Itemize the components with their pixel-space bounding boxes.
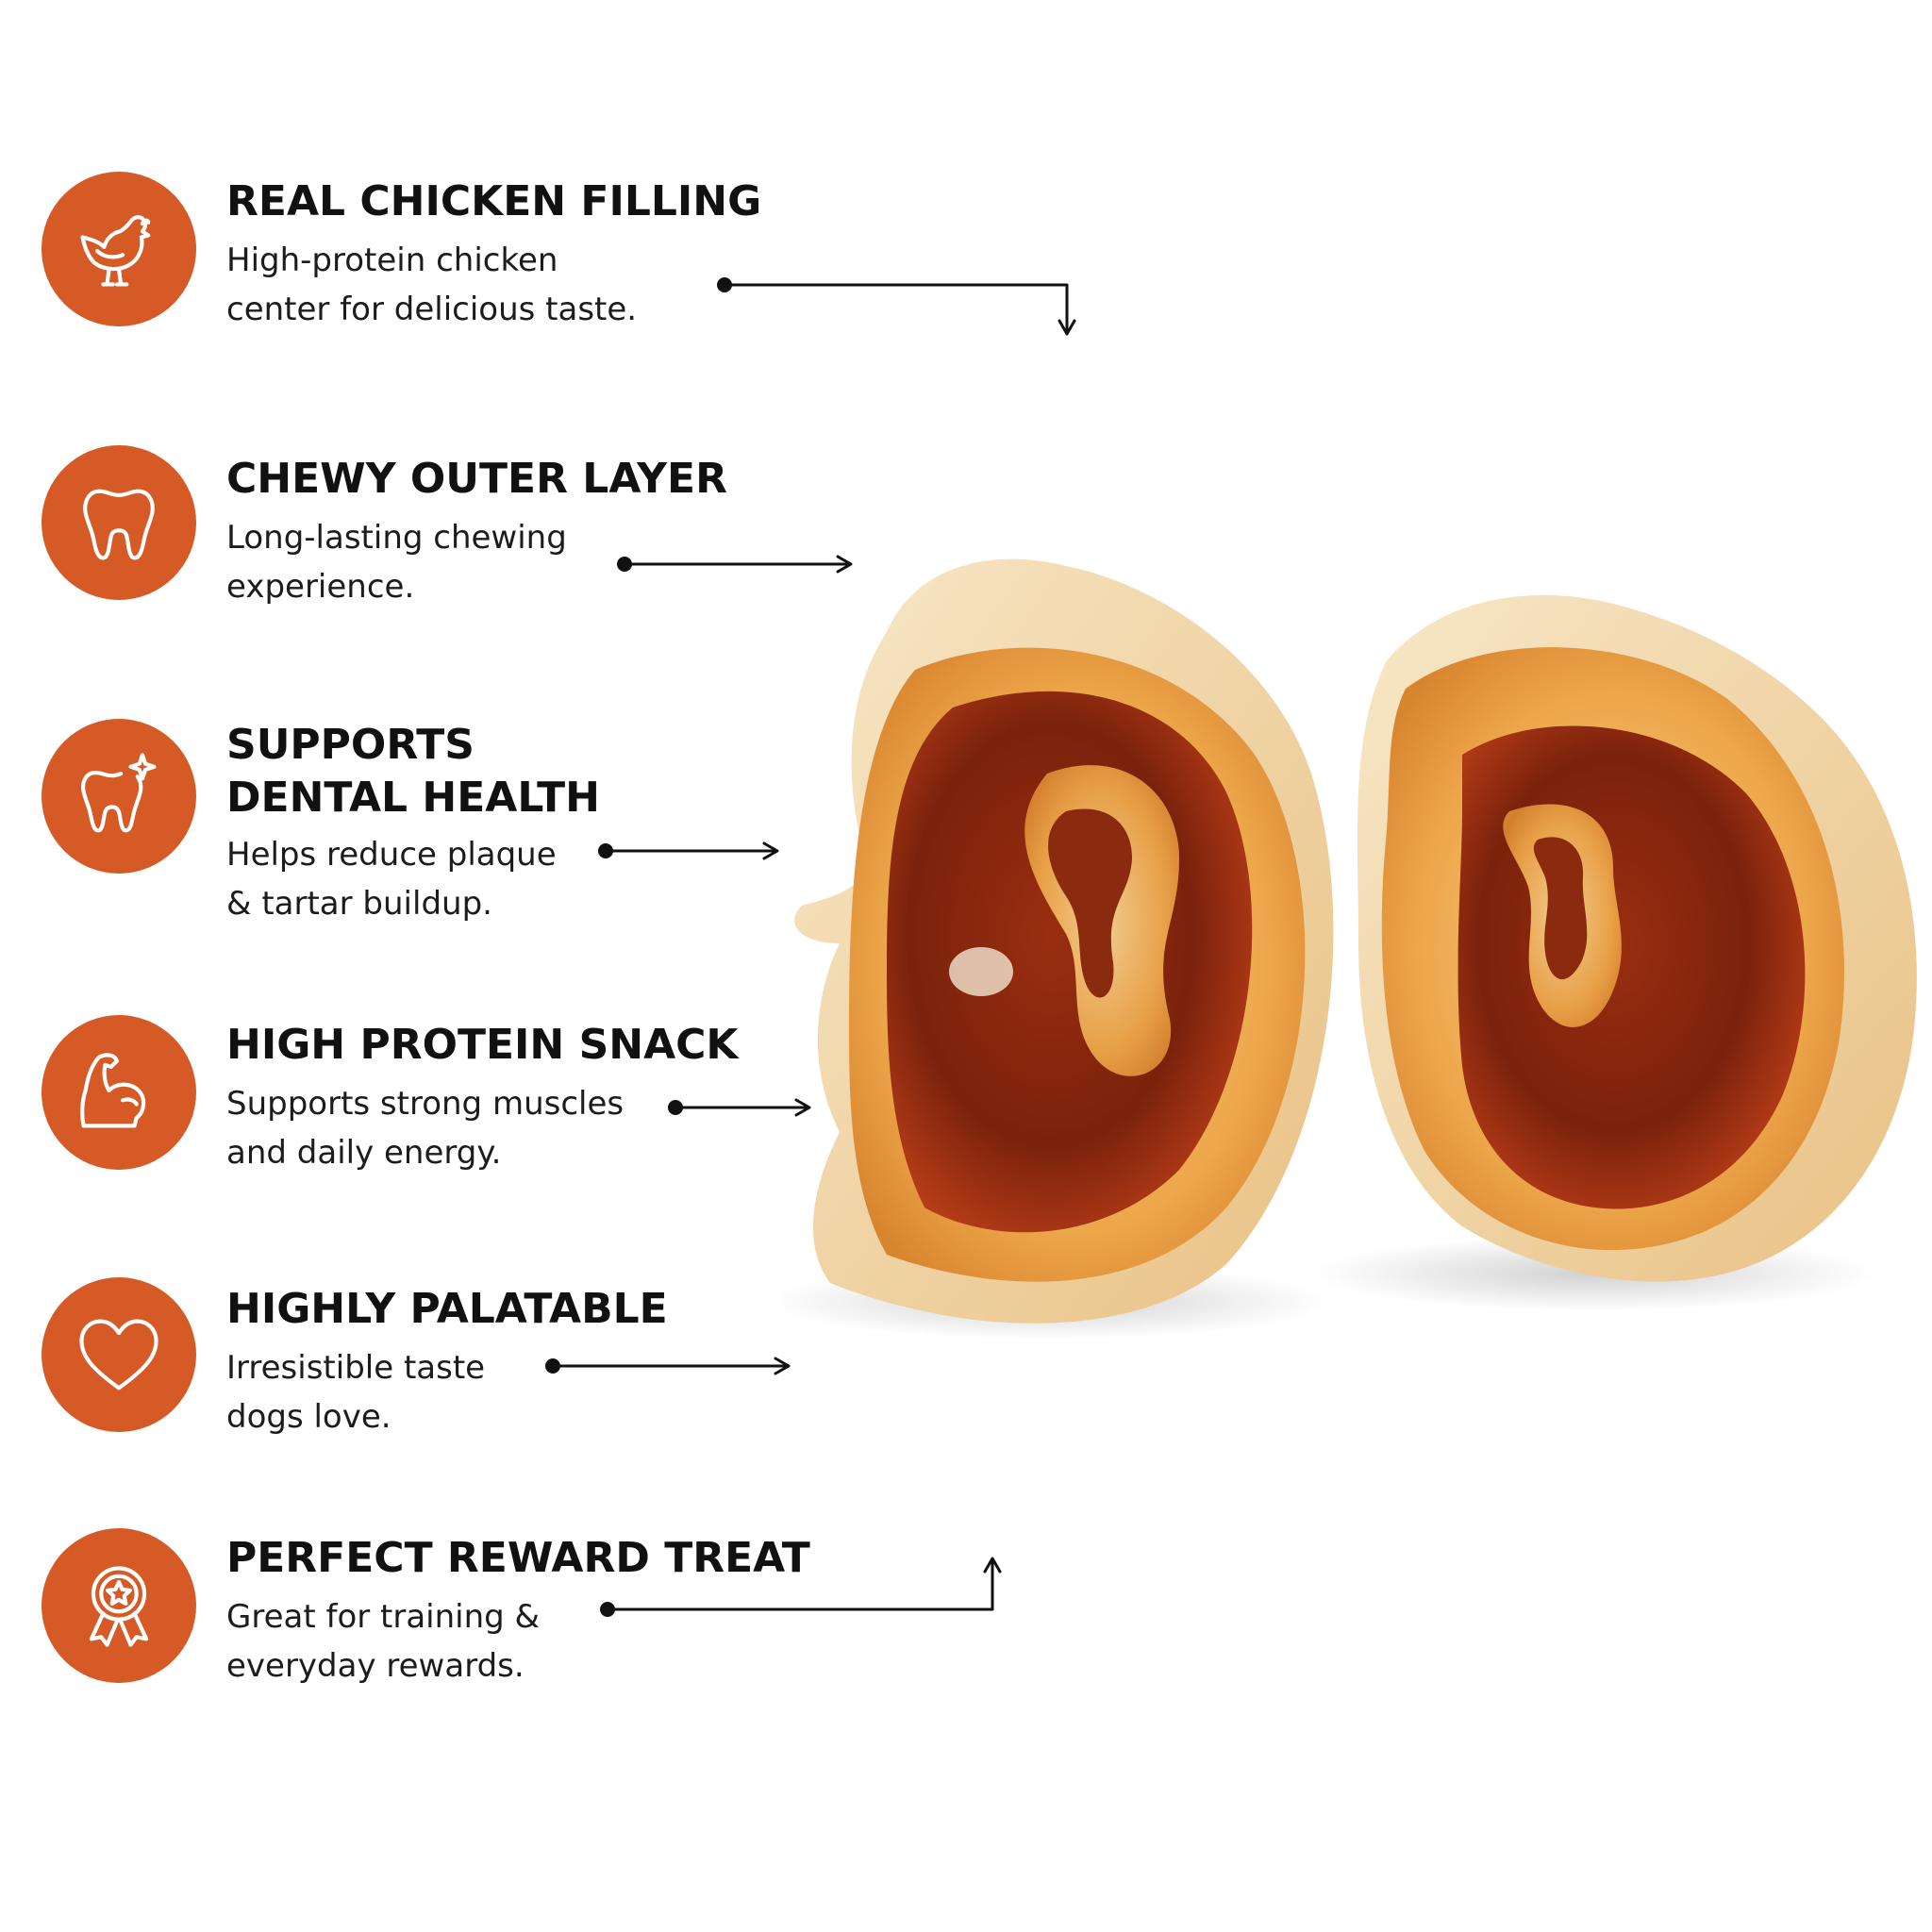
product-image [783, 558, 1917, 1340]
feature-description: Supports strong muscles and daily energy… [226, 1085, 625, 1172]
product-piece-left [794, 558, 1334, 1324]
feature-description: High-protein chicken center for deliciou… [226, 242, 638, 328]
feature-title: CHEWY OUTER LAYER [226, 455, 727, 503]
feature-title: SUPPORTS DENTAL HEALTH [226, 721, 600, 822]
heart-icon [42, 1277, 196, 1432]
feature-description: Helps reduce plaque & tartar buildup. [226, 836, 557, 923]
product-piece-right [1357, 594, 1917, 1282]
feature-title: PERFECT REWARD TREAT [226, 1534, 810, 1582]
pointer-arrow-3 [598, 841, 779, 860]
feature-description: Irresistible taste dogs love. [226, 1349, 486, 1436]
pointer-arrow-4 [668, 1098, 811, 1117]
feature-description: Great for training & everyday rewards. [226, 1598, 541, 1685]
pointer-arrow-6 [600, 1557, 1002, 1617]
award-ribbon-icon [42, 1528, 196, 1683]
feature-title: HIGH PROTEIN SNACK [226, 1021, 739, 1069]
pointer-arrow-2 [617, 555, 853, 574]
pointer-arrow-1 [717, 277, 1076, 336]
chicken-icon [42, 172, 196, 326]
tooth-icon [42, 445, 196, 600]
feature-title: REAL CHICKEN FILLING [226, 177, 762, 225]
feature-description: Long-lasting chewing experience. [226, 519, 567, 606]
sparkle-tooth-icon [42, 719, 196, 874]
pointer-arrow-5 [545, 1357, 791, 1375]
flexed-arm-icon [42, 1015, 196, 1170]
feature-title: HIGHLY PALATABLE [226, 1285, 668, 1333]
